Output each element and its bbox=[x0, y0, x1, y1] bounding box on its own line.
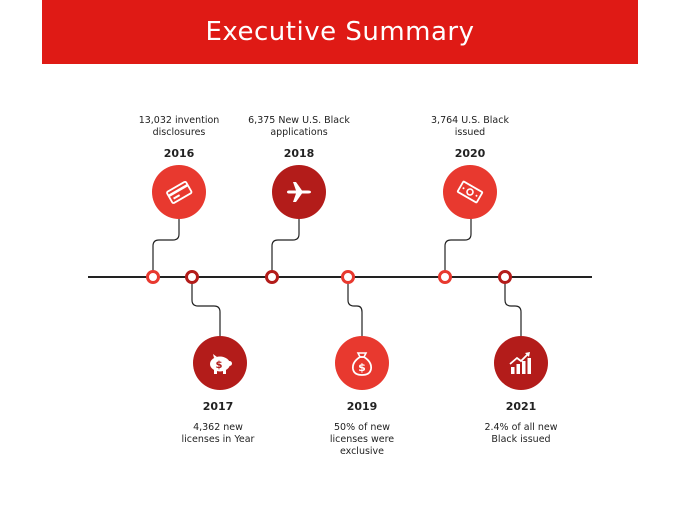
milestone-2019-icon-circle: $ bbox=[335, 336, 389, 390]
milestone-2018-icon-circle bbox=[272, 165, 326, 219]
timeline-dot-2018 bbox=[265, 270, 279, 284]
airplane-icon bbox=[287, 182, 311, 202]
svg-text:$: $ bbox=[358, 361, 366, 374]
connector-2018 bbox=[271, 218, 300, 277]
milestone-2017-description: 4,362 new licenses in Year bbox=[181, 422, 255, 445]
timeline-dot-2019 bbox=[341, 270, 355, 284]
milestone-2020-description: 3,764 U.S. Black issued bbox=[431, 115, 509, 138]
milestone-2021-year: 2021 bbox=[505, 400, 537, 413]
milestone-2020-icon-circle bbox=[443, 165, 497, 219]
milestone-2021-description: 2.4% of all new Black issued bbox=[484, 422, 558, 445]
milestone-2016-description: 13,032 invention disclosures bbox=[138, 115, 220, 138]
timeline-connectors bbox=[152, 218, 522, 338]
connector-2017 bbox=[191, 277, 221, 338]
milestone-2018-year: 2018 bbox=[283, 147, 315, 160]
growth-chart-icon bbox=[509, 352, 531, 374]
banknote-icon bbox=[456, 180, 484, 204]
connector-2020 bbox=[444, 218, 472, 277]
title-banner: Executive Summary bbox=[42, 0, 638, 64]
money-bag-icon: $ bbox=[351, 352, 373, 376]
timeline-dot-2021 bbox=[498, 270, 512, 284]
page-title: Executive Summary bbox=[205, 17, 475, 47]
connector-2021 bbox=[504, 277, 522, 338]
credit-card-icon bbox=[166, 180, 193, 204]
timeline-dot-2016 bbox=[146, 270, 160, 284]
milestone-2016-icon-circle bbox=[152, 165, 206, 219]
svg-text:$: $ bbox=[216, 360, 223, 371]
milestone-2021-icon-circle bbox=[494, 336, 548, 390]
milestone-2019-year: 2019 bbox=[346, 400, 378, 413]
timeline-dot-2020 bbox=[438, 270, 452, 284]
timeline-dot-2017 bbox=[185, 270, 199, 284]
piggy-bank-icon: $ bbox=[210, 354, 232, 374]
milestone-2017-year: 2017 bbox=[202, 400, 234, 413]
milestone-2016-year: 2016 bbox=[163, 147, 195, 160]
milestone-2017-icon-circle: $ bbox=[193, 336, 247, 390]
milestone-2018-description: 6,375 New U.S. Black applications bbox=[248, 115, 350, 138]
milestone-2019-description: 50% of new licenses were exclusive bbox=[329, 422, 395, 457]
connector-2019 bbox=[347, 277, 363, 338]
connector-2016 bbox=[152, 218, 180, 277]
milestone-2020-year: 2020 bbox=[454, 147, 486, 160]
